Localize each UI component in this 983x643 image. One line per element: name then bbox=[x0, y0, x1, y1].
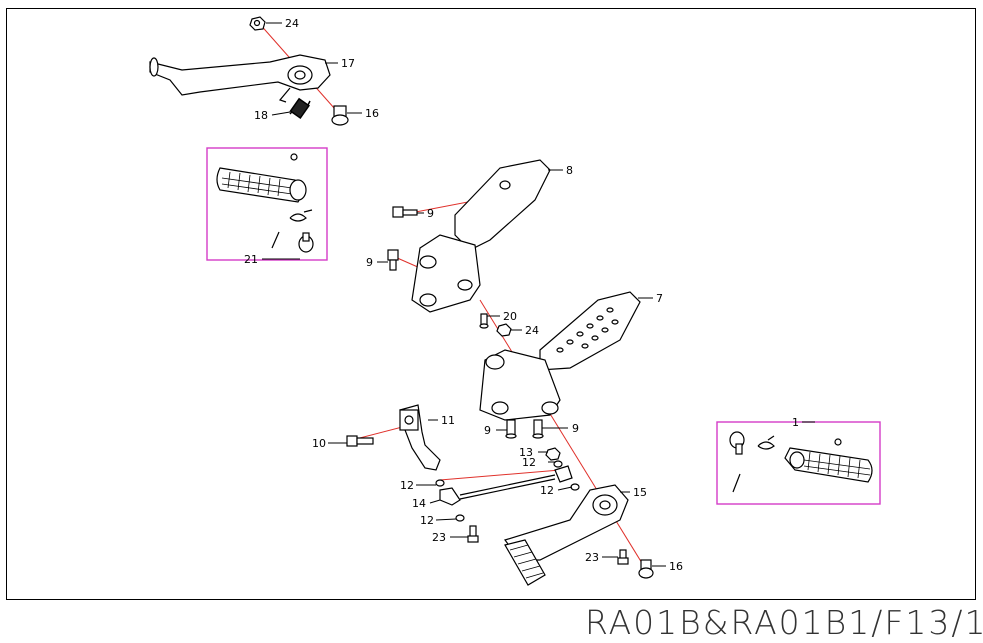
callout-9-upper-a: 9 bbox=[427, 207, 434, 220]
callout-20: 20 bbox=[503, 310, 517, 323]
bolt-23-pin-16-lower bbox=[617, 549, 654, 579]
drawing-frame bbox=[6, 8, 976, 600]
callout-16-top: 16 bbox=[365, 107, 379, 120]
callout-24-top: 24 bbox=[285, 17, 299, 30]
callout-23-left: 23 bbox=[432, 531, 446, 544]
callout-12-d: 12 bbox=[420, 514, 434, 527]
callout-18: 18 bbox=[254, 109, 268, 122]
leader-lines bbox=[262, 22, 815, 567]
kit-box-1 bbox=[716, 421, 881, 505]
callout-9-lower-a: 9 bbox=[484, 424, 491, 437]
footpeg-1-parts bbox=[729, 431, 873, 493]
callout-14: 14 bbox=[412, 497, 426, 510]
callout-7: 7 bbox=[656, 292, 663, 305]
spring-18 bbox=[289, 97, 311, 120]
pivot-pin-16-top bbox=[331, 105, 349, 126]
callout-12-a: 12 bbox=[522, 456, 536, 469]
callout-23-right: 23 bbox=[585, 551, 599, 564]
shift-linkage-rod-14 bbox=[435, 447, 580, 543]
callout-21: 21 bbox=[244, 253, 258, 266]
callout-15: 15 bbox=[633, 486, 647, 499]
callout-24-mid: 24 bbox=[525, 324, 539, 337]
footpeg-21-parts bbox=[216, 153, 314, 253]
document-id: RA01B&RA01B1/F13/1 bbox=[585, 603, 983, 642]
bolts-9-upper bbox=[387, 206, 418, 271]
callout-16-lower: 16 bbox=[669, 560, 683, 573]
shift-arm-11 bbox=[346, 404, 441, 471]
callout-17: 17 bbox=[341, 57, 355, 70]
bolts-9-lower bbox=[505, 419, 544, 439]
kit-box-21 bbox=[206, 147, 328, 261]
callout-9-upper-b: 9 bbox=[366, 256, 373, 269]
callout-9-lower-b: 9 bbox=[572, 422, 579, 435]
exploded-parts-diagram: 24 17 18 16 21 8 9 9 7 20 24 9 9 11 10 1… bbox=[149, 16, 881, 586]
callout-12-b: 12 bbox=[400, 479, 414, 492]
brake-pedal-17 bbox=[149, 54, 331, 103]
screw-20-nut-24 bbox=[479, 313, 512, 337]
nut-24-top bbox=[249, 16, 266, 31]
callout-12-c: 12 bbox=[540, 484, 554, 497]
callout-10: 10 bbox=[312, 437, 326, 450]
callout-8: 8 bbox=[566, 164, 573, 177]
front-bracket-7 bbox=[479, 291, 641, 421]
callout-labels: 24 17 18 16 21 8 9 9 7 20 24 9 9 11 10 1… bbox=[244, 17, 799, 573]
rear-bracket-8 bbox=[411, 159, 551, 313]
shift-pedal-15 bbox=[504, 484, 629, 586]
callout-1: 1 bbox=[792, 416, 799, 429]
callout-11: 11 bbox=[441, 414, 455, 427]
callout-13: 13 bbox=[519, 446, 533, 459]
